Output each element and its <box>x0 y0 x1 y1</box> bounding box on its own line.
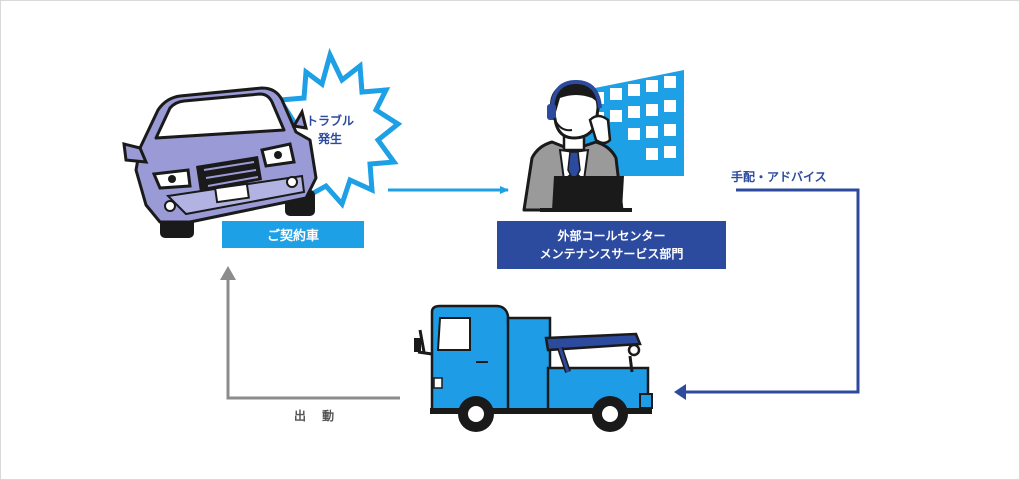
call-center-label: 外部コールセンター メンテナンスサービス部門 <box>497 221 726 269</box>
car-icon <box>122 86 318 238</box>
car-label-text: ご契約車 <box>266 229 319 244</box>
dispatch-label: 出 動 <box>294 409 341 423</box>
trouble-label: トラブル 発生 <box>300 112 360 148</box>
trouble-line1: トラブル <box>305 114 354 128</box>
trouble-line2: 発生 <box>317 132 342 146</box>
operator-icon <box>522 79 632 212</box>
arrow-truck-to-car <box>220 266 400 400</box>
car-label: ご契約車 <box>222 221 364 248</box>
call-center-line1: 外部コールセンター <box>557 229 666 243</box>
tow-truck-icon <box>414 304 653 432</box>
arrow-center-to-truck <box>674 188 860 400</box>
arrange-advice-label: 手配・アドバイス <box>731 170 827 184</box>
call-center-line2: メンテナンスサービス部門 <box>539 247 684 261</box>
